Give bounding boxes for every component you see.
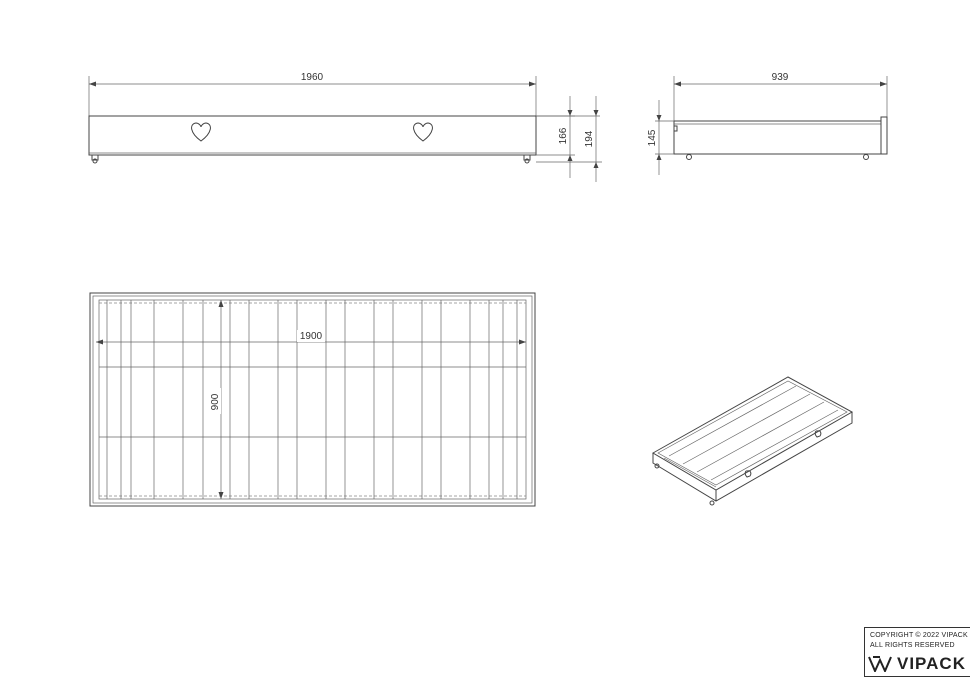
dim-inner-length: 1900 bbox=[300, 331, 323, 342]
side-view: 939 145 bbox=[647, 72, 888, 175]
brand-name: VIPACK bbox=[897, 654, 966, 673]
copyright-line: COPYRIGHT © 2022 VIPACK bbox=[870, 632, 968, 639]
heart-icon bbox=[413, 122, 433, 142]
vipack-logo-icon bbox=[868, 656, 892, 672]
copyright-box: COPYRIGHT © 2022 VIPACK ALL RIGHTS RESER… bbox=[864, 627, 970, 677]
top-view: 1900 900 bbox=[89, 292, 536, 507]
brand: VIPACK bbox=[868, 654, 966, 674]
dim-inner-width: 900 bbox=[210, 393, 221, 410]
heart-icon bbox=[744, 470, 752, 478]
isometric-view bbox=[651, 376, 854, 506]
dim-overall-depth: 939 bbox=[772, 72, 789, 83]
front-view: 1960 166 194 bbox=[88, 72, 602, 182]
dim-height-side: 145 bbox=[647, 129, 658, 146]
heart-icon bbox=[191, 122, 211, 142]
heart-icon bbox=[814, 430, 822, 438]
dim-height-total: 194 bbox=[584, 130, 595, 147]
rights-line: ALL RIGHTS RESERVED bbox=[870, 642, 955, 649]
dim-height-body: 166 bbox=[558, 127, 569, 144]
dim-overall-length: 1960 bbox=[301, 72, 324, 83]
